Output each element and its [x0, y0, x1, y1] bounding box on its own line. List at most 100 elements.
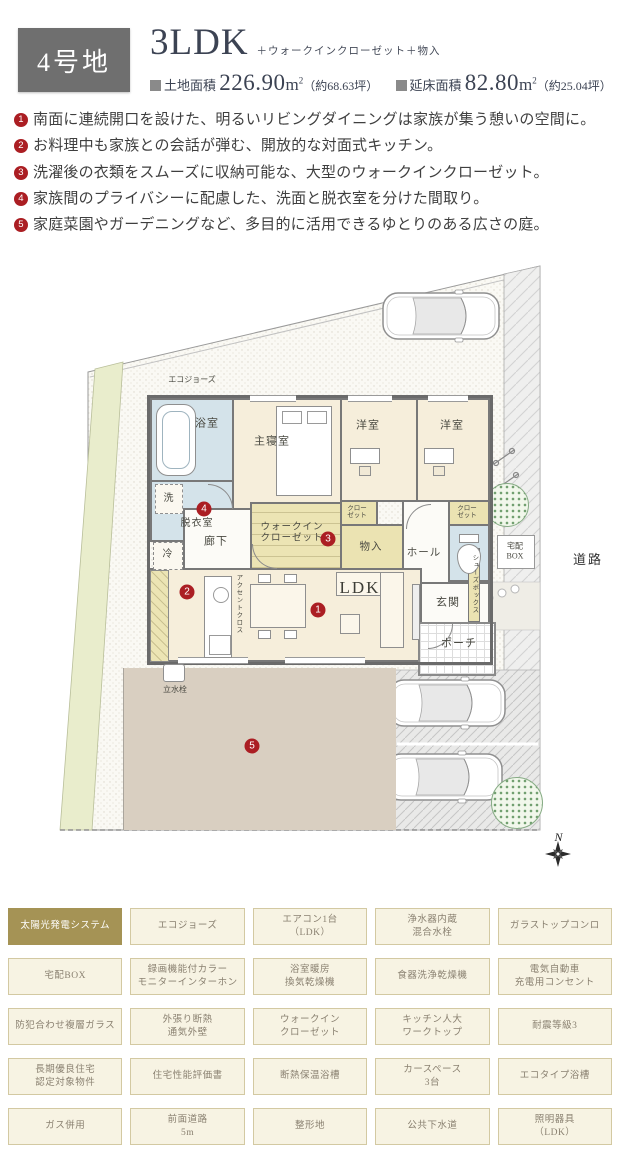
chair-icon [284, 630, 297, 639]
water-tap-icon [163, 664, 185, 682]
room-corridor [183, 508, 252, 570]
window [348, 395, 392, 402]
plan-marker-2: 2 [179, 584, 195, 600]
label-north: N [554, 829, 564, 844]
label-fridge: 冷 [162, 549, 174, 560]
tree-icon [491, 777, 543, 829]
chair-icon [284, 574, 297, 583]
plan-marker-1: 1 [310, 602, 326, 618]
feature-tag: 浄水器内蔵 混合水栓 [375, 908, 490, 945]
label-road: 道路 [572, 552, 604, 568]
feature-item: 1 南面に連続開口を設けた、明るいリビングダイニングは家族が集う憩いの空間に。 [14, 112, 614, 129]
window [285, 657, 365, 664]
fridge-space [153, 542, 183, 570]
feature-list: 1 南面に連続開口を設けた、明るいリビングダイニングは家族が集う憩いの空間に。 2… [14, 112, 614, 243]
label-water-tap: 立水栓 [163, 685, 187, 695]
feature-text: 家族間のプライバシーに配慮した、洗面と脱衣室を分けた間取り。 [33, 190, 489, 207]
bathtub-icon [156, 404, 196, 476]
label-western-room-2: 洋室 [440, 419, 464, 432]
label-western-room-1: 洋室 [356, 419, 380, 432]
label-master-bedroom: 主寝室 [254, 435, 290, 448]
floor-area-exp: 2 [532, 75, 537, 86]
plan-suffix: ＋ウォークインクローゼット＋物入 [256, 46, 441, 57]
label-accent-cloth: アクセントクロス [234, 574, 242, 634]
label-walk-in-closet: ウォークイン クローゼット [260, 522, 324, 544]
land-area-label: 土地面積 [164, 78, 217, 93]
feature-tag: 電気自動車 充電用コンセント [497, 958, 612, 995]
window [178, 657, 248, 664]
floor-area-label: 延床面積 [409, 78, 462, 93]
site-plan: エコジョーズ 浴室 洗 脱衣室 主寝室 洋室 洋室 ウォークイン クローゼット … [0, 252, 620, 908]
tv-board-icon [412, 584, 420, 640]
feature-tag: 宅配BOX [8, 958, 123, 995]
feature-text: 南面に連続開口を設けた、明るいリビングダイニングは家族が集う憩いの空間に。 [33, 112, 596, 128]
land-area-tsubo: （約68.63坪） [303, 79, 379, 93]
plan-marker-4: 4 [196, 501, 212, 517]
feature-number-badge: 3 [14, 165, 28, 180]
feature-tag: 断熱保温浴槽 [252, 1058, 368, 1095]
sofa-icon [380, 572, 404, 648]
label-porch: ポーチ [441, 637, 477, 650]
feature-number-badge: 4 [14, 191, 28, 206]
delivery-box-icon [497, 535, 535, 569]
feature-tag: カースペース 3台 [375, 1058, 490, 1095]
feature-tag: 公共下水道 [375, 1108, 490, 1145]
label-delivery-box: 宅配 BOX [506, 541, 524, 560]
label-closet-1: クロー ゼット [347, 504, 367, 519]
feature-tag: 住宅性能評価書 [130, 1058, 245, 1095]
feature-text: お料理中も家族との会話が弾む、開放的な対面式キッチン。 [33, 138, 443, 155]
label-corridor: 廊下 [204, 535, 228, 548]
label-hall: ホール [406, 547, 442, 559]
chair-icon [258, 630, 271, 639]
feature-tag: ウォークイン クローゼット [252, 1008, 368, 1045]
feature-tag: 前面道路 5m [130, 1108, 245, 1145]
feature-tag: 浴室暖房 換気乾燥機 [252, 958, 368, 995]
feature-tag: 耐震等級3 [497, 1008, 612, 1045]
washer-space [155, 484, 183, 514]
land-area-value: 226.90 [219, 70, 286, 95]
pantry-shelf [150, 570, 169, 662]
feature-tag: 外張り断熱 通気外壁 [130, 1008, 245, 1045]
floor-area-value: 82.80 [464, 70, 520, 95]
dining-table-icon [250, 584, 306, 628]
square-bullet [395, 80, 407, 91]
plan-marker-5: 5 [244, 738, 260, 754]
label-entrance: 玄関 [436, 596, 460, 609]
label-washer: 洗 [163, 493, 175, 504]
feature-tag: 食器洗浄乾燥機 [375, 958, 490, 995]
land-area-exp: 2 [298, 75, 304, 86]
feature-number-badge: 5 [14, 218, 28, 232]
feature-number-badge: 1 [14, 113, 28, 127]
feature-tag: ガラストップコンロ [497, 908, 612, 945]
label-ldk: LDK [339, 577, 381, 597]
chair-icon [359, 466, 371, 476]
feature-tag: キッチン人大 ワークトップ [375, 1008, 490, 1045]
bed-icon [276, 406, 332, 496]
floor-area-unit: m [519, 75, 533, 94]
feature-tag: ガス併用 [8, 1108, 123, 1145]
feature-tag: 整形地 [252, 1108, 368, 1145]
tree-icon [485, 483, 529, 527]
feature-text: 家庭菜園やガーデニングなど、多目的に活用できるゆとりのある広さの庭。 [33, 217, 549, 233]
feature-item: 4 家族間のプライバシーに配慮した、洗面と脱衣室を分けた間取り。 [14, 191, 614, 208]
equipment-tag-grid: 太陽光発電システム エコジョーズ エアコン1台 （LDK） 浄水器内蔵 混合水栓… [8, 908, 612, 1145]
feature-number-badge: 2 [14, 139, 28, 154]
side-table-icon [340, 614, 360, 634]
desk-icon [424, 448, 454, 464]
garden-area [123, 668, 396, 830]
label-shoe-box: シューズボックス [470, 554, 478, 614]
floor-area-tsubo: （約25.04坪） [536, 79, 612, 93]
kitchen-counter-icon [204, 576, 232, 658]
label-closet-2: クロー ゼット [457, 504, 477, 519]
label-dressing: 脱衣室 [180, 518, 214, 529]
compass-icon [545, 841, 571, 867]
plan-marker-3: 3 [320, 531, 336, 547]
toilet-icon [457, 544, 481, 574]
header: 3LDK＋ウォークインクローゼット＋物入 土地面積 226.90m2（約68.6… [150, 24, 612, 95]
lot-number-badge: 4号地 [18, 28, 130, 92]
square-bullet [150, 80, 161, 91]
feature-tag: 太陽光発電システム [8, 908, 123, 945]
feature-tag: 録画機能付カラー モニターインターホン [130, 958, 245, 995]
